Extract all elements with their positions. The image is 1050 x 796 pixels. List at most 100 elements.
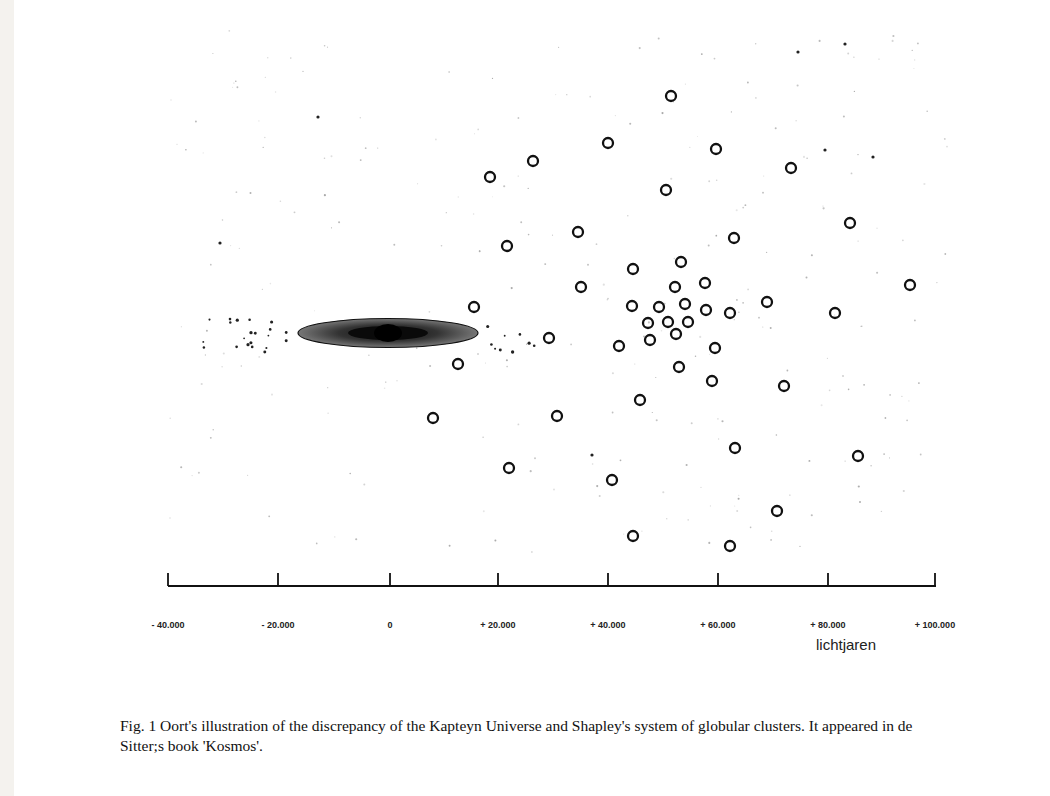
background-dot <box>811 254 813 256</box>
background-dot <box>290 57 292 59</box>
globular-cluster <box>772 506 782 516</box>
background-dot <box>686 464 688 466</box>
background-dot <box>716 180 718 182</box>
globular-cluster <box>654 302 664 312</box>
globular-cluster <box>710 343 720 353</box>
globular-cluster <box>573 227 583 237</box>
star-dot <box>486 325 489 328</box>
star-dot <box>843 42 846 45</box>
star-dot <box>285 331 288 334</box>
background-dot <box>755 97 756 98</box>
axis-tick <box>934 573 936 586</box>
background-dot <box>786 370 788 372</box>
background-dot <box>377 147 378 148</box>
background-dot <box>917 42 919 44</box>
figure-caption: Fig. 1 Oort's illustration of the discre… <box>120 716 950 756</box>
globular-cluster <box>730 443 740 453</box>
axis-tick <box>827 573 829 586</box>
background-dot <box>847 53 849 55</box>
background-dot <box>355 538 357 540</box>
background-dot <box>857 240 858 241</box>
background-dot <box>661 112 663 114</box>
background-dot <box>876 272 878 274</box>
background-dot <box>235 80 237 82</box>
star-dot <box>590 453 593 456</box>
globular-cluster <box>544 333 554 343</box>
unit-label: lichtjaren <box>816 636 876 653</box>
star-dot <box>218 241 221 244</box>
background-dot <box>747 288 749 290</box>
background-dot <box>803 156 805 158</box>
background-dot <box>763 175 764 176</box>
globular-cluster <box>671 329 681 339</box>
star-dot <box>285 339 288 342</box>
background-dot <box>607 298 609 300</box>
axis-label: 0 <box>387 620 392 630</box>
background-dot <box>449 545 451 547</box>
background-dot <box>670 178 672 180</box>
background-dot <box>721 420 723 422</box>
star-dot <box>511 350 514 353</box>
background-dot <box>185 149 187 151</box>
background-dot <box>936 282 937 283</box>
background-dot <box>913 68 914 69</box>
background-dot <box>441 245 443 247</box>
background-dot <box>233 82 234 83</box>
background-dot <box>615 115 616 116</box>
background-dot <box>851 172 853 174</box>
background-dot <box>448 71 449 72</box>
background-dot <box>695 356 697 358</box>
background-dot <box>205 354 206 355</box>
background-dot <box>360 117 361 118</box>
background-dot <box>738 495 739 496</box>
star-dot <box>251 346 254 349</box>
background-dot <box>506 359 508 361</box>
background-dot <box>483 510 485 512</box>
background-dot <box>770 539 772 541</box>
globular-cluster <box>701 305 711 315</box>
background-dot <box>908 400 909 401</box>
background-dot <box>771 531 773 533</box>
background-dot <box>429 311 431 313</box>
background-dot <box>528 234 530 236</box>
background-dot <box>195 121 197 123</box>
background-dot <box>881 511 882 512</box>
background-dot <box>639 47 641 49</box>
background-dot <box>853 57 854 58</box>
background-dot <box>230 245 231 246</box>
background-dot <box>889 394 891 396</box>
background-dot <box>744 204 746 206</box>
background-dot <box>848 389 850 391</box>
background-dot <box>892 35 894 37</box>
background-dot <box>236 191 238 193</box>
background-dot <box>708 245 710 247</box>
background-dot <box>857 154 858 155</box>
globular-cluster <box>762 297 772 307</box>
star-dot <box>229 321 231 323</box>
background-dot <box>861 325 862 326</box>
star-dot <box>796 50 799 53</box>
background-dot <box>656 419 658 421</box>
background-dot <box>446 212 447 213</box>
background-dot <box>876 228 877 229</box>
background-dot <box>192 475 193 476</box>
star-dot <box>235 345 238 348</box>
background-dot <box>842 375 844 377</box>
background-dot <box>570 344 572 346</box>
star-dot <box>823 148 826 151</box>
background-dot <box>687 519 689 521</box>
globular-cluster <box>661 185 671 195</box>
background-dot <box>206 330 208 332</box>
star-dot <box>533 344 536 347</box>
scale-axis <box>168 585 936 587</box>
background-dot <box>327 47 328 48</box>
background-dot <box>275 91 276 92</box>
background-dot <box>249 192 251 194</box>
globular-cluster <box>905 280 915 290</box>
background-dot <box>485 362 486 363</box>
axis-tick <box>167 573 169 586</box>
globular-cluster <box>504 463 514 473</box>
background-dot <box>232 87 233 88</box>
background-dot <box>494 540 496 542</box>
background-dot <box>599 495 601 497</box>
